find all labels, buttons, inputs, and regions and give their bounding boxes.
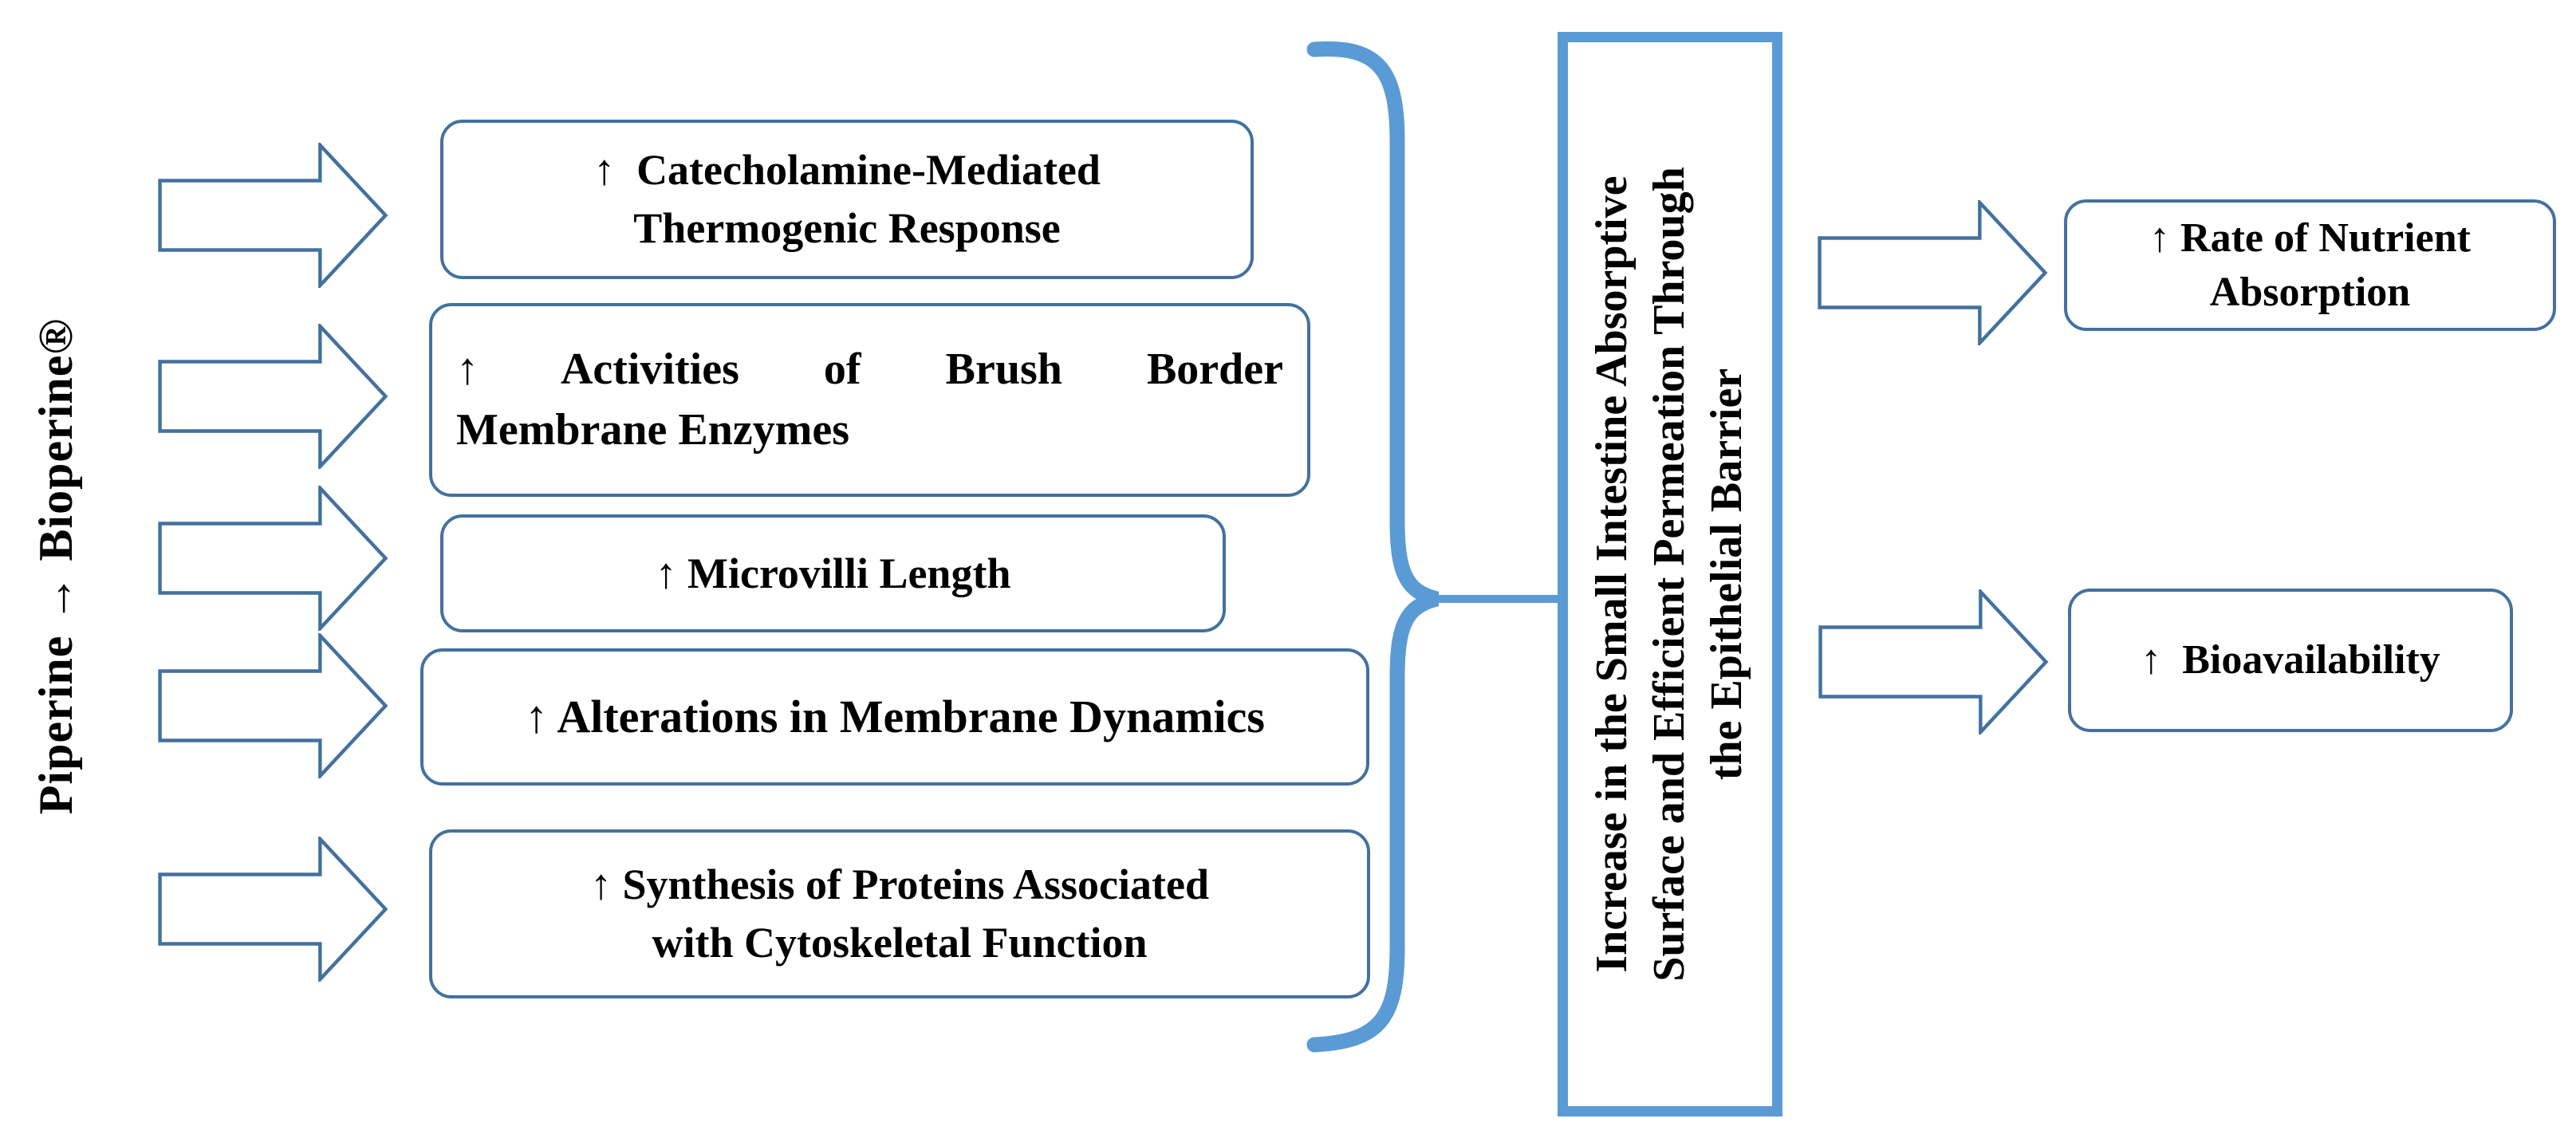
box-line: Absorption	[2209, 269, 2411, 315]
box-line: ↑ Catecholamine-Mediated	[593, 146, 1101, 195]
center-box-line: the Epithelial Barrier	[1701, 368, 1751, 781]
box-bioavailability: ↑ Bioavailability	[2068, 589, 2513, 732]
box-brush-border-enzymes: ↑ Activities of Brush Border Membrane En…	[429, 303, 1310, 497]
box-line: with Cytoskeletal Function	[652, 919, 1148, 967]
box-line: ↑ Bioavailability	[2141, 636, 2440, 683]
box-line: ↑ Rate of Nutrient	[2149, 215, 2471, 261]
center-box-line: Increase in the Small Intestine Absorpti…	[1587, 175, 1637, 973]
box-cytoskeletal-proteins: ↑ Synthesis of Proteins Associated with …	[429, 829, 1370, 998]
box-line: Membrane Enzymes	[456, 404, 850, 455]
box-line: Thermogenic Response	[633, 204, 1061, 252]
block-arrow-icon	[158, 143, 388, 288]
box-membrane-dynamics: ↑ Alterations in Membrane Dynamics	[420, 648, 1369, 786]
box-line: ↑ Activities of Brush Border	[456, 344, 1283, 394]
block-arrow-icon	[1818, 589, 2049, 734]
box-catecholamine-thermogenic: ↑ Catecholamine-Mediated Thermogenic Res…	[440, 120, 1254, 279]
block-arrow-icon	[1818, 200, 2048, 345]
box-line: ↑ Alterations in Membrane Dynamics	[525, 690, 1265, 742]
right-curly-brace-icon	[1306, 41, 1564, 1053]
box-microvilli-length: ↑ Microvilli Length	[440, 514, 1226, 632]
left-vertical-label: Piperine → Bioperine®	[29, 317, 82, 815]
box-line: ↑ Synthesis of Proteins Associated	[589, 860, 1210, 909]
block-arrow-icon	[158, 324, 388, 469]
box-nutrient-absorption: ↑ Rate of Nutrient Absorption	[2064, 199, 2556, 331]
block-arrow-icon	[158, 486, 388, 631]
block-arrow-icon	[158, 837, 388, 982]
center-box-label: Increase in the Small Intestine Absorpti…	[1570, 48, 1770, 1101]
block-arrow-icon	[158, 633, 388, 778]
center-box-line: Surface and Efficient Permeation Through	[1644, 167, 1695, 982]
box-line: ↑ Microvilli Length	[655, 549, 1011, 597]
center-box	[1558, 32, 1782, 1116]
